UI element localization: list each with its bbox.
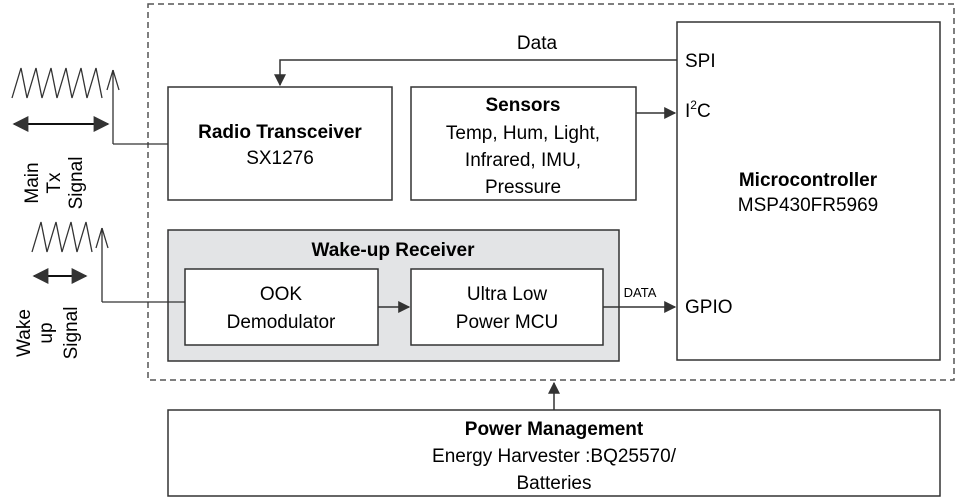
main-signal-label-3: Signal — [66, 157, 87, 210]
wakeup-antenna-icon — [95, 227, 109, 302]
ulp-line-1: Ultra Low — [467, 284, 548, 305]
main-signal-wave — [11, 67, 103, 99]
i2c-label: I2C — [685, 98, 711, 122]
system-boundary — [147, 3, 955, 381]
main-signal-label-1: Main — [22, 162, 43, 203]
sensors-line-2: Infrared, IMU, — [465, 150, 581, 171]
radio-transceiver-part: SX1276 — [246, 148, 314, 169]
main-antenna-icon — [106, 69, 120, 144]
wakeup-signal-label-2: up — [36, 322, 57, 343]
radio-transceiver-box — [167, 86, 393, 201]
ook-line-1: OOK — [260, 284, 303, 305]
power-management-title: Power Management — [465, 419, 644, 440]
sensors-line-3: Pressure — [485, 177, 561, 198]
spi-label: SPI — [685, 51, 716, 72]
data-small-label: DATA — [624, 285, 657, 300]
data-arrow-spi-to-radio — [274, 59, 677, 87]
data-top-label: Data — [517, 33, 558, 54]
wakeup-receiver-title: Wake-up Receiver — [312, 240, 476, 261]
microcontroller-part: MSP430FR5969 — [738, 195, 878, 216]
ulp-line-2: Power MCU — [456, 312, 558, 333]
ook-demodulator-box — [184, 268, 379, 346]
power-management-line-1: Energy Harvester :BQ25570/ — [432, 446, 677, 467]
wakeup-signal-wave — [31, 221, 93, 253]
power-management-box — [167, 409, 941, 497]
sensors-box — [410, 86, 637, 201]
power-management-line-2: Batteries — [517, 473, 592, 494]
ultra-low-power-mcu-box — [410, 268, 604, 346]
wakeup-signal-label-3: Signal — [61, 307, 82, 360]
microcontroller-title: Microcontroller — [739, 170, 878, 191]
wakeup-signal-label-1: Wake — [14, 309, 35, 357]
gpio-label: GPIO — [685, 297, 733, 318]
microcontroller-box — [676, 21, 941, 361]
sensors-title: Sensors — [486, 95, 561, 116]
main-signal-label-2: Tx — [44, 172, 65, 194]
sensors-line-1: Temp, Hum, Light, — [446, 123, 600, 144]
radio-transceiver-title: Radio Transceiver — [198, 122, 362, 143]
ook-line-2: Demodulator — [227, 312, 336, 333]
